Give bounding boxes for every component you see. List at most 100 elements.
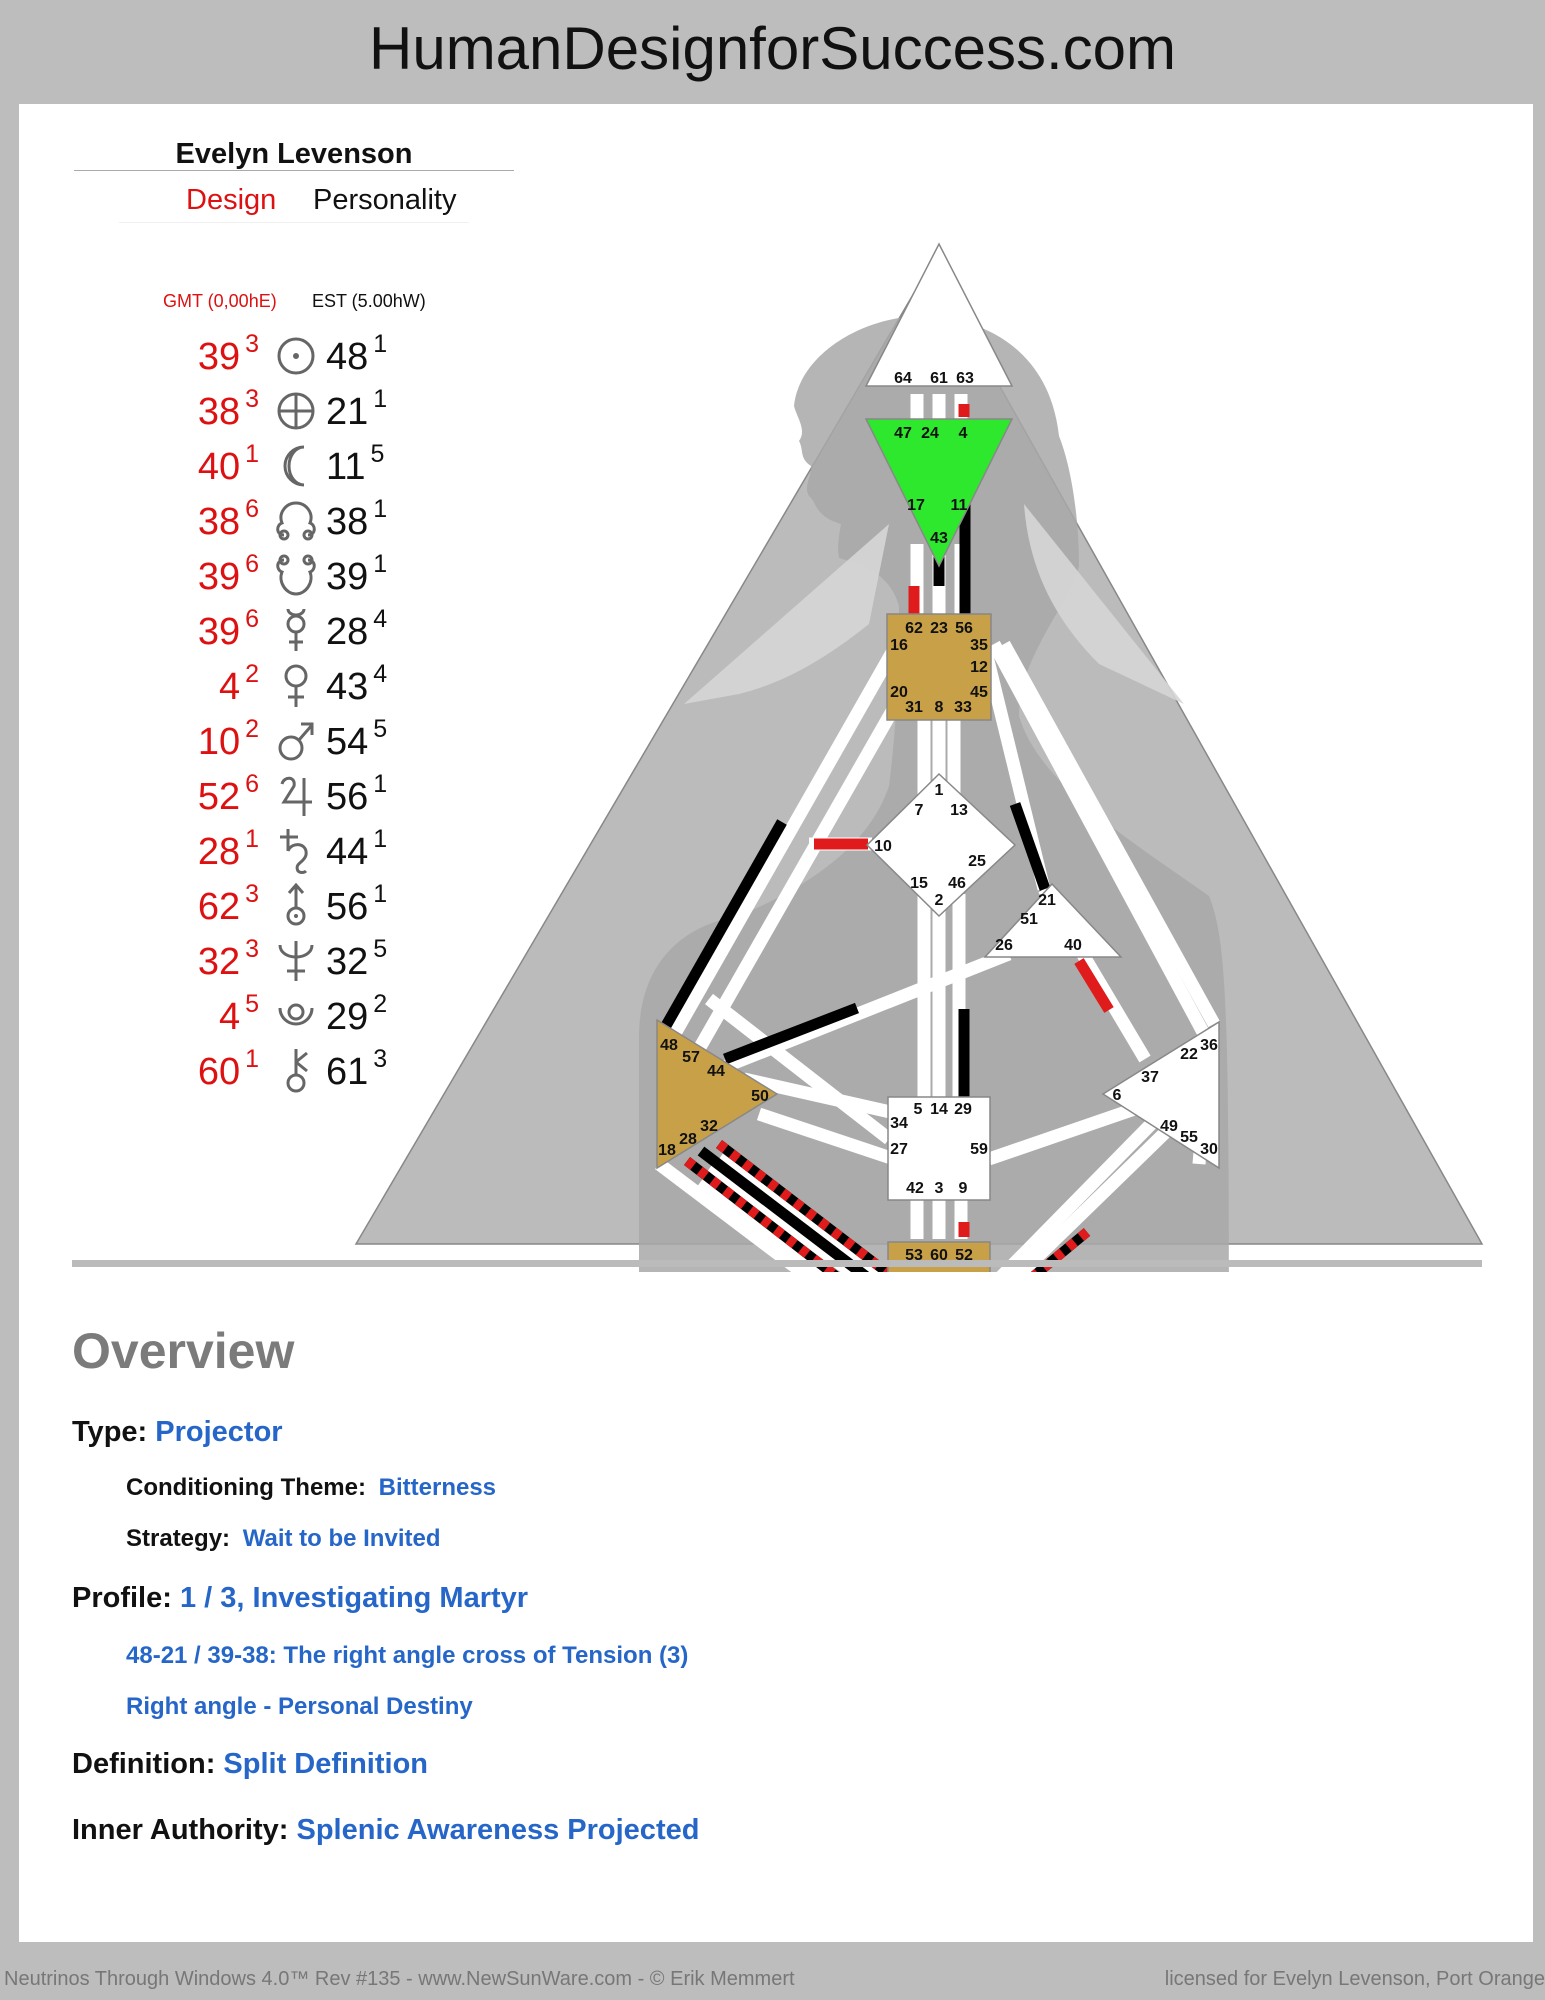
- footer-license: licensed for Evelyn Levenson, Port Orang…: [1164, 1968, 1545, 1990]
- svg-text:18: 18: [658, 1142, 676, 1159]
- svg-text:61: 61: [930, 370, 948, 387]
- design-gate: 39: [197, 336, 241, 378]
- personality-gate: 29: [326, 996, 369, 1038]
- type-value-link[interactable]: Projector: [155, 1416, 283, 1448]
- svg-text:14: 14: [930, 1101, 948, 1118]
- personality-line: 1: [373, 825, 388, 853]
- svg-text:15: 15: [910, 875, 928, 892]
- design-line: 1: [245, 440, 259, 468]
- svg-text:42: 42: [906, 1180, 924, 1197]
- personality-line: 1: [373, 385, 388, 413]
- site-header: HumanDesignforSuccess.com: [0, 0, 1545, 104]
- profile-value-link[interactable]: 1 / 3, Investigating Martyr: [179, 1582, 529, 1614]
- profile-row: Profile: 1 / 3, Investigating Martyr: [72, 1582, 528, 1615]
- svg-text:51: 51: [1020, 911, 1038, 928]
- personality-gate: 44: [326, 831, 369, 873]
- design-line: 6: [245, 495, 259, 523]
- footer-credits: Neutrinos Through Windows 4.0™ Rev #135 …: [4, 1968, 795, 1990]
- authority-row: Inner Authority: Splenic Awareness Proje…: [72, 1814, 699, 1847]
- personality-line: 5: [370, 440, 385, 468]
- svg-text:6: 6: [1113, 1087, 1122, 1104]
- svg-text:27: 27: [890, 1141, 908, 1158]
- personality-gate: 38: [326, 501, 369, 543]
- definition-value-link[interactable]: Split Definition: [223, 1748, 429, 1780]
- head-center: [864, 242, 1014, 387]
- ajna-center: [864, 418, 1014, 568]
- design-gate: 40: [197, 446, 241, 488]
- svg-text:23: 23: [930, 620, 948, 637]
- spleen-center: [656, 1018, 779, 1170]
- mercury-icon: [286, 608, 306, 651]
- personality-gate: 21: [326, 391, 369, 433]
- personality-timezone: EST (5.00hW): [312, 291, 426, 311]
- svg-text:44: 44: [707, 1063, 725, 1080]
- strategy-label: Strategy:: [126, 1525, 231, 1552]
- svg-text:31: 31: [905, 699, 923, 716]
- angle-link[interactable]: Right angle - Personal Destiny: [126, 1693, 473, 1720]
- personality-line: 1: [373, 770, 388, 798]
- svg-text:11: 11: [951, 497, 968, 514]
- svg-text:34: 34: [890, 1115, 908, 1132]
- design-gate: 38: [197, 391, 241, 433]
- authority-value-link[interactable]: Splenic Awareness Projected: [296, 1814, 700, 1846]
- moon-icon: [283, 445, 305, 487]
- design-gate: 4: [218, 996, 241, 1038]
- design-gate: 52: [197, 776, 241, 818]
- personality-line: 1: [373, 550, 388, 578]
- design-line: 1: [245, 825, 259, 853]
- svg-text:16: 16: [890, 637, 908, 654]
- svg-text:64: 64: [894, 370, 912, 387]
- design-gate: 62: [197, 886, 241, 928]
- svg-text:36: 36: [1200, 1037, 1218, 1054]
- person-name: Evelyn Levenson: [175, 138, 413, 170]
- site-title: HumanDesignforSuccess.com: [369, 15, 1176, 82]
- personality-gate: 32: [326, 941, 369, 983]
- personality-gate: 54: [326, 721, 369, 763]
- svg-text:52: 52: [955, 1247, 973, 1264]
- strategy-value-link[interactable]: Wait to be Invited: [242, 1525, 441, 1552]
- svg-text:37: 37: [1141, 1069, 1159, 1086]
- svg-text:57: 57: [682, 1049, 700, 1066]
- personality-line: 2: [373, 990, 388, 1018]
- venus-icon: [284, 664, 308, 707]
- conditioning-value-link[interactable]: Bitterness: [378, 1474, 497, 1501]
- personality-gate: 28: [326, 611, 369, 653]
- design-line: 3: [245, 385, 259, 413]
- svg-text:32: 32: [700, 1118, 718, 1135]
- design-column-label: Design: [186, 184, 277, 216]
- conditioning-label: Conditioning Theme:: [126, 1474, 366, 1501]
- incarnation-cross-link[interactable]: 48-21 / 39-38: The right angle cross of …: [126, 1642, 689, 1669]
- section-divider: [72, 1260, 1482, 1267]
- svg-text:29: 29: [954, 1101, 972, 1118]
- activations: [658, 404, 1114, 1272]
- design-line: 3: [245, 330, 259, 358]
- solar-plexus-center: [1101, 1020, 1220, 1170]
- personality-gate: 43: [326, 666, 369, 708]
- svg-text:55: 55: [1180, 1129, 1198, 1146]
- design-line: 5: [245, 990, 259, 1018]
- authority-label: Inner Authority:: [72, 1814, 289, 1846]
- design-line: 2: [245, 660, 259, 688]
- svg-text:40: 40: [1064, 937, 1082, 954]
- svg-text:47: 47: [894, 425, 912, 442]
- svg-text:45: 45: [970, 684, 988, 701]
- svg-text:21: 21: [1038, 892, 1056, 909]
- uranus-icon: [286, 882, 306, 926]
- svg-text:7: 7: [915, 802, 924, 819]
